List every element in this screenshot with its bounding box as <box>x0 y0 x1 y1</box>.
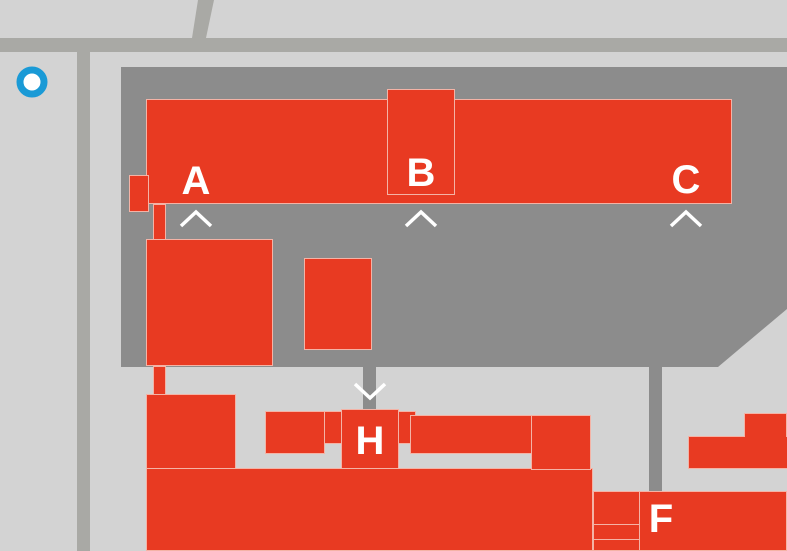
building-h[interactable] <box>341 409 399 469</box>
building-h-left-small[interactable] <box>324 411 342 444</box>
road-diagonal <box>192 0 214 38</box>
building-h-left-wing[interactable] <box>265 411 325 454</box>
building-b-tower[interactable] <box>387 89 455 195</box>
path-f <box>649 367 662 493</box>
building-small-left-annex[interactable] <box>129 175 149 212</box>
label-b: B <box>406 151 436 195</box>
step-mask <box>745 437 787 468</box>
building-lower-main[interactable] <box>146 468 593 551</box>
building-f-stack-1[interactable] <box>593 491 640 525</box>
road-top <box>0 38 787 52</box>
building-f[interactable] <box>639 491 787 551</box>
connector-left-lower <box>153 366 166 396</box>
connector-top-left <box>153 204 166 240</box>
label-f: F <box>648 497 674 541</box>
label-h: H <box>355 419 385 463</box>
building-f-stack-3[interactable] <box>593 539 640 551</box>
label-a: A <box>181 159 211 203</box>
step-mask-2 <box>689 437 749 468</box>
label-c: C <box>671 158 701 202</box>
building-f-stack-2[interactable] <box>593 524 640 540</box>
building-middle-small[interactable] <box>304 258 372 350</box>
path-h <box>363 367 376 411</box>
building-h-right-wing[interactable] <box>410 415 532 454</box>
building-left-block[interactable] <box>146 239 273 366</box>
building-lower-right-block[interactable] <box>531 415 591 470</box>
road-left <box>77 52 90 551</box>
